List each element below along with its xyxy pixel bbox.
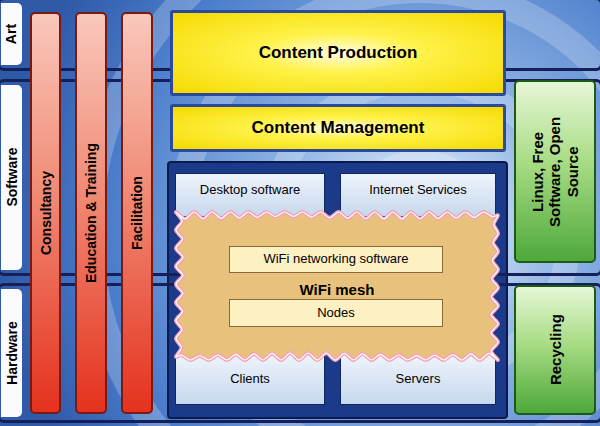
band-tab: Software [1,85,22,270]
box-label: Content Production [259,43,418,63]
rotated-label: Facilitation [129,176,145,250]
mesh-layer-box: WiFi networking software [229,246,443,273]
swirls [90,0,600,426]
service-pillar: Consultancy [30,12,61,414]
mesh-layer-box: Nodes [229,299,443,327]
rotated-label: Software [3,148,19,207]
content-box: Content Management [170,104,506,152]
band-tab: Hardware [1,289,22,417]
rotated-label: Recycling [546,315,563,386]
service-pillar: Education & Training [75,12,107,414]
band-tab: Art [1,3,22,65]
cloud-edge [176,212,498,360]
rotated-label: Consultancy [37,171,53,255]
rotated-label: Linux, Free Software, Open Source [529,108,581,236]
box-label: Nodes [317,306,355,321]
box-label: Desktop software [200,183,300,198]
hardware-box: Clients [175,353,325,405]
hardware-box: Servers [340,353,496,405]
software-box: Internet Services [340,173,496,217]
platform-panel [168,162,507,418]
box-label: Servers [396,372,441,387]
rotated-label: Hardware [3,321,19,385]
box-label: WiFi networking software [263,252,408,267]
cloud-fill [176,212,498,360]
content-box: Content Production [170,10,506,96]
side-box: Recycling [514,285,596,415]
box-label: WiFi mesh [300,281,375,298]
box-label: Internet Services [369,183,467,198]
rotated-label: Art [3,24,19,44]
service-pillar: Facilitation [121,12,153,414]
mesh-cloud: WiFi mesh WiFi networking softwareNodes [172,208,502,364]
box-label: Content Management [252,118,425,138]
box-label: Clients [230,372,270,387]
rotated-label: Education & Training [83,143,99,283]
side-box: Linux, Free Software, Open Source [514,80,596,263]
